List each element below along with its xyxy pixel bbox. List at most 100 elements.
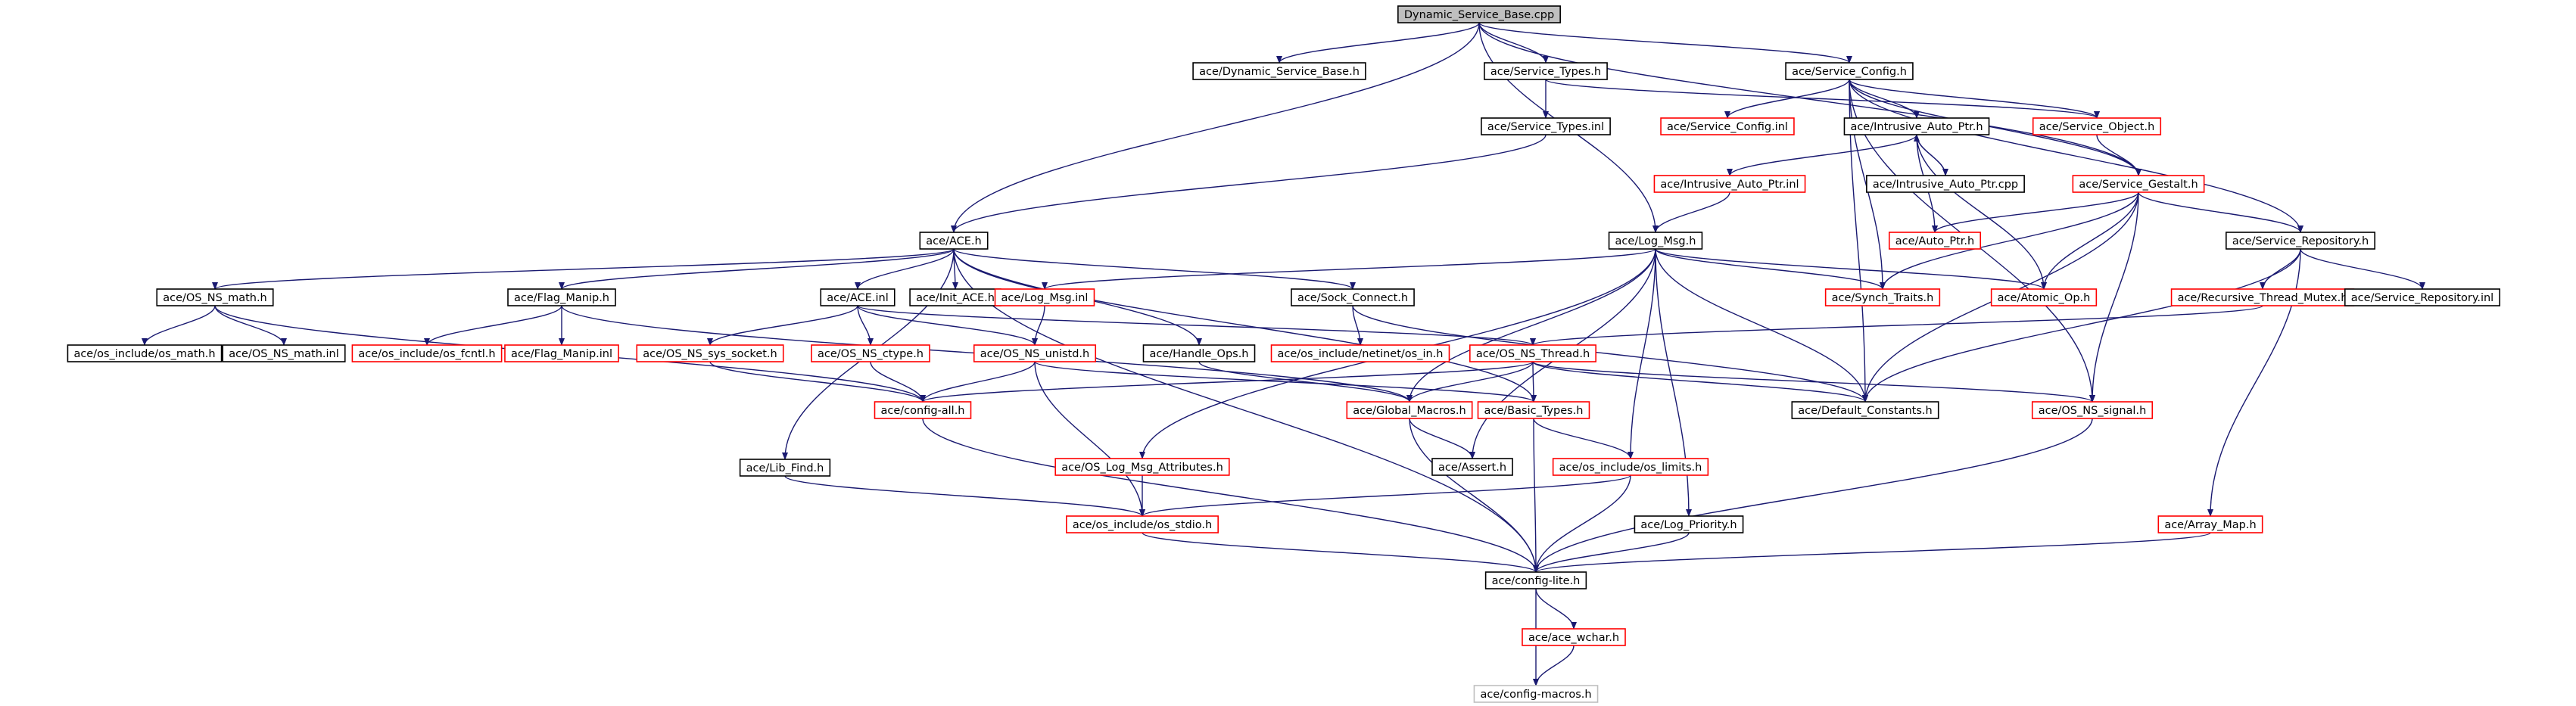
node-label: ace/Log_Msg.inl bbox=[1001, 292, 1089, 304]
node-label: ace/Lib_Find.h bbox=[746, 462, 824, 474]
edge-osinc-stdio-to-configlite-h bbox=[1142, 532, 1539, 573]
node-label: ace/Service_Repository.inl bbox=[2351, 292, 2493, 304]
node-sr-h[interactable]: ace/Service_Repository.h bbox=[2226, 232, 2375, 250]
node-logmsg-h[interactable]: ace/Log_Msg.h bbox=[1608, 232, 1703, 250]
edge-sr-h-to-rtm-h bbox=[2260, 248, 2301, 290]
node-st-h[interactable]: ace/Service_Types.h bbox=[1484, 62, 1608, 80]
node-label: ace/ACE.inl bbox=[827, 292, 888, 304]
node-configlite-h[interactable]: ace/config-lite.h bbox=[1484, 571, 1587, 589]
edge-logpriority-h-to-configlite-h bbox=[1533, 532, 1690, 573]
node-sc-inl[interactable]: ace/Service_Config.inl bbox=[1660, 117, 1795, 135]
node-osinc-fcntl[interactable]: ace/os_include/os_fcntl.h bbox=[351, 344, 503, 362]
node-assert-h[interactable]: ace/Assert.h bbox=[1431, 458, 1513, 476]
node-synchtraits-h[interactable]: ace/Synch_Traits.h bbox=[1824, 288, 1941, 306]
edge-osnssyssocket-h-to-configall-h bbox=[709, 361, 926, 403]
node-box bbox=[1484, 571, 1587, 589]
node-atomicop-h[interactable]: ace/Atomic_Op.h bbox=[1990, 288, 2098, 306]
node-ace-h[interactable]: ace/ACE.h bbox=[919, 232, 989, 250]
node-label: ace/Flag_Manip.inl bbox=[511, 348, 612, 360]
edge-st-inl-to-ace-h bbox=[951, 134, 1547, 233]
node-dsb-h[interactable]: ace/Dynamic_Service_Base.h bbox=[1192, 62, 1366, 80]
node-box bbox=[2031, 401, 2154, 419]
edge-st-h-to-so-h bbox=[1545, 79, 2100, 119]
node-sc-h[interactable]: ace/Service_Config.h bbox=[1785, 62, 1914, 80]
node-box bbox=[1142, 344, 1256, 362]
node-logpriority-h[interactable]: ace/Log_Priority.h bbox=[1634, 515, 1744, 533]
node-osnssyssocket-h[interactable]: ace/OS_NS_sys_socket.h bbox=[636, 344, 784, 362]
node-flagmanip-inl[interactable]: ace/Flag_Manip.inl bbox=[504, 344, 619, 362]
node-box bbox=[1477, 401, 1590, 419]
node-label: ace/Service_Object.h bbox=[2039, 121, 2155, 133]
node-box bbox=[994, 288, 1095, 306]
edge-logmsg-h-to-atomicop-h bbox=[1655, 248, 2047, 290]
node-box bbox=[1431, 458, 1513, 476]
edge-basictypes-h-to-configlite-h bbox=[1532, 418, 1539, 573]
node-st-inl[interactable]: ace/Service_Types.inl bbox=[1481, 117, 1611, 135]
node-osnsmath-inl[interactable]: ace/OS_NS_math.inl bbox=[222, 344, 346, 362]
node-rtm-h[interactable]: ace/Recursive_Thread_Mutex.h bbox=[2170, 288, 2355, 306]
node-autoptr-h[interactable]: ace/Auto_Ptr.h bbox=[1888, 232, 1982, 250]
edge-logmsg-h-to-defaultconstants-h bbox=[1655, 248, 1868, 403]
node-box bbox=[1660, 117, 1795, 135]
node-box bbox=[1481, 117, 1611, 135]
node-handleops-h[interactable]: ace/Handle_Ops.h bbox=[1142, 344, 1256, 362]
node-osnsthread-h[interactable]: ace/OS_NS_Thread.h bbox=[1469, 344, 1596, 362]
edge-sc-h-to-sg-h bbox=[1849, 79, 2141, 176]
node-label: ace/Dynamic_Service_Base.h bbox=[1199, 66, 1360, 78]
node-osnsctype-h[interactable]: ace/OS_NS_ctype.h bbox=[811, 344, 930, 362]
node-label: ace/Global_Macros.h bbox=[1353, 405, 1466, 417]
edge-sg-h-to-osnssignal-h bbox=[2089, 191, 2139, 403]
node-ace-inl[interactable]: ace/ACE.inl bbox=[820, 288, 896, 306]
node-basictypes-h[interactable]: ace/Basic_Types.h bbox=[1477, 401, 1590, 419]
node-box bbox=[2226, 232, 2375, 250]
node-osinc-math[interactable]: ace/os_include/os_math.h bbox=[67, 344, 223, 362]
node-box bbox=[1866, 175, 2025, 193]
node-arraymap-h[interactable]: ace/Array_Map.h bbox=[2157, 515, 2263, 533]
node-flagmanip-h[interactable]: ace/Flag_Manip.h bbox=[507, 288, 616, 306]
node-root[interactable]: Dynamic_Service_Base.cpp bbox=[1397, 5, 1561, 23]
node-box bbox=[919, 232, 989, 250]
node-initace-h[interactable]: ace/Init_ACE.h bbox=[909, 288, 1001, 306]
edge-sr-h-to-defaultconstants-h bbox=[1862, 248, 2301, 403]
node-iap-inl[interactable]: ace/Intrusive_Auto_Ptr.inl bbox=[1653, 175, 1806, 193]
edge-rtm-h-to-osnsthread-h bbox=[1530, 305, 2263, 346]
node-label: ace/Array_Map.h bbox=[2164, 519, 2256, 531]
node-osnsunistd-h[interactable]: ace/OS_NS_unistd.h bbox=[973, 344, 1097, 362]
node-box bbox=[820, 288, 896, 306]
node-iap-cpp[interactable]: ace/Intrusive_Auto_Ptr.cpp bbox=[1866, 175, 2025, 193]
edge-root-to-sg-h bbox=[1478, 22, 2141, 176]
node-box bbox=[1552, 458, 1709, 476]
node-libfind-h[interactable]: ace/Lib_Find.h bbox=[739, 459, 831, 477]
node-sg-h[interactable]: ace/Service_Gestalt.h bbox=[2072, 175, 2205, 193]
edge-ace-h-to-sockconnect-h bbox=[953, 248, 1356, 290]
node-globalmacros-h[interactable]: ace/Global_Macros.h bbox=[1346, 401, 1473, 419]
node-label: ace/Handle_Ops.h bbox=[1149, 348, 1248, 360]
edge-root-to-dsb-h bbox=[1276, 22, 1480, 64]
node-so-h[interactable]: ace/Service_Object.h bbox=[2032, 117, 2162, 135]
edge-ace-inl-to-osnsunistd-h bbox=[857, 305, 1038, 346]
node-acewchar-h[interactable]: ace/ace_wchar.h bbox=[1522, 628, 1626, 646]
node-oslogmsgattr-h[interactable]: ace/OS_Log_Msg_Attributes.h bbox=[1054, 458, 1230, 476]
node-osinc-stdio[interactable]: ace/os_include/os_stdio.h bbox=[1066, 515, 1219, 533]
node-logmsg-inl[interactable]: ace/Log_Msg.inl bbox=[994, 288, 1095, 306]
node-box bbox=[874, 401, 972, 419]
node-configall-h[interactable]: ace/config-all.h bbox=[874, 401, 972, 419]
node-label: ace/Basic_Types.h bbox=[1484, 405, 1584, 417]
node-osnssignal-h[interactable]: ace/OS_NS_signal.h bbox=[2031, 401, 2154, 419]
node-label: ace/OS_NS_Thread.h bbox=[1476, 348, 1590, 360]
node-osnsmath-h[interactable]: ace/OS_NS_math.h bbox=[156, 288, 274, 306]
node-sr-inl[interactable]: ace/Service_Repository.inl bbox=[2344, 288, 2501, 306]
edge-root-to-sc-h bbox=[1478, 22, 1852, 64]
node-osinc-limits[interactable]: ace/os_include/os_limits.h bbox=[1552, 458, 1709, 476]
edge-sc-h-to-sr-h bbox=[1849, 79, 2303, 233]
node-configmacros-h[interactable]: ace/config-macros.h bbox=[1473, 685, 1599, 703]
node-iap-h[interactable]: ace/Intrusive_Auto_Ptr.h bbox=[1843, 117, 1990, 135]
node-osinc-netinet[interactable]: ace/os_include/netinet/os_in.h bbox=[1270, 344, 1450, 362]
edge-osnsthread-h-to-basictypes-h bbox=[1530, 361, 1537, 403]
node-label: ace/Service_Repository.h bbox=[2232, 235, 2369, 247]
node-label: ace/Intrusive_Auto_Ptr.cpp bbox=[1873, 179, 2018, 191]
node-sockconnect-h[interactable]: ace/Sock_Connect.h bbox=[1291, 288, 1415, 306]
node-box bbox=[1473, 685, 1599, 703]
node-defaultconstants-h[interactable]: ace/Default_Constants.h bbox=[1791, 401, 1939, 419]
